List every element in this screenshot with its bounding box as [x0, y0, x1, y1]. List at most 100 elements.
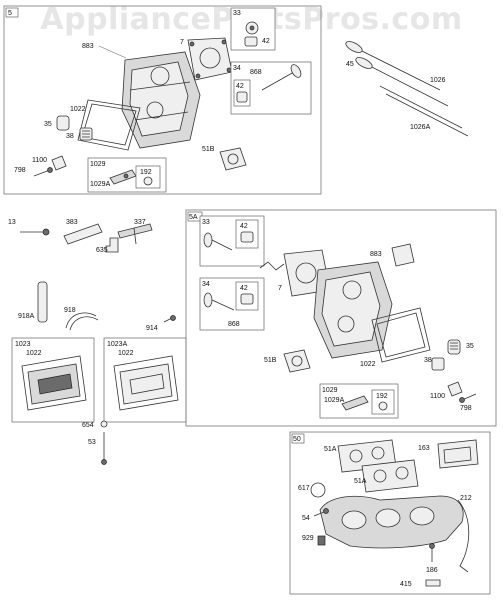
section-50-label: 50 — [293, 436, 301, 443]
tube-918a — [37, 281, 48, 323]
label-868: 868 — [250, 69, 262, 76]
spring-35b — [447, 339, 461, 355]
intake-gasket-51b — [219, 147, 247, 171]
valve-cover-1023 — [21, 355, 87, 411]
label-883: 883 — [82, 43, 94, 50]
label-1100b: 1100 — [430, 393, 445, 400]
section-5-label: 5 — [8, 10, 12, 17]
screw-54 — [313, 508, 329, 517]
valve-kit-34b-label: 34 — [202, 281, 210, 288]
label-337: 337 — [134, 219, 146, 226]
label-7b: 7 — [278, 285, 282, 292]
label-635: 635 — [96, 247, 108, 254]
label-1026a: 1026A — [410, 124, 431, 131]
label-1022-cover: 1022 — [26, 350, 42, 357]
label-868b: 868 — [228, 321, 240, 328]
label-798b: 798 — [460, 405, 472, 412]
label-42-mid: 42 — [236, 83, 244, 90]
label-415: 415 — [400, 581, 412, 588]
valve-keeper — [244, 21, 259, 47]
label-42-top: 42 — [262, 38, 270, 45]
label-45: 45 — [346, 61, 354, 68]
valve-cover-1023a-label: 1023A — [107, 341, 128, 348]
bolt-13 — [20, 228, 50, 236]
screw-798b — [459, 393, 477, 403]
valve-kit-34-label: 34 — [233, 65, 241, 72]
section-5a-frame — [185, 209, 497, 427]
label-54: 54 — [302, 515, 310, 522]
rocker-kit-1029-label: 1029 — [90, 161, 106, 168]
label-798: 798 — [14, 167, 26, 174]
label-918a: 918A — [18, 313, 35, 320]
label-1026: 1026 — [430, 77, 446, 84]
gasket-163 — [437, 439, 479, 469]
label-1022: 1022 — [70, 106, 86, 113]
gasket-883b — [391, 243, 415, 267]
intake-gasket-51ab — [361, 459, 419, 493]
valve-keeper-42c — [240, 293, 254, 305]
head-cover-gasket — [77, 99, 141, 151]
valve-cover-1023a — [113, 355, 179, 411]
fitting-929 — [317, 535, 326, 546]
label-42c: 42 — [240, 285, 248, 292]
fitting-415 — [425, 579, 441, 587]
fitting-186 — [429, 543, 435, 562]
valve-kit-33b-label: 33 — [202, 219, 210, 226]
label-1100: 1100 — [32, 157, 47, 164]
label-212: 212 — [460, 495, 472, 502]
label-192b: 192 — [376, 393, 388, 400]
valve-33b — [203, 232, 233, 251]
label-918: 918 — [64, 307, 76, 314]
label-1022d: 1022 — [360, 361, 376, 368]
clip-1100 — [51, 155, 67, 171]
clamp-617 — [310, 482, 326, 498]
pushrod-1026 — [379, 85, 469, 137]
clip-1100b — [447, 381, 463, 397]
label-51ab: 51A — [354, 478, 367, 485]
valve-keeper-42 — [236, 91, 248, 103]
retainer-38b — [431, 357, 445, 371]
section-50-frame — [289, 431, 491, 595]
section-5a-label: 5A — [189, 214, 198, 221]
label-1029a: 1029A — [90, 181, 111, 188]
label-617: 617 — [298, 485, 310, 492]
cylinder-head — [121, 51, 201, 149]
rocker-kit-1029b-label: 1029 — [322, 387, 338, 394]
rocker-nut-192-label: 192 — [140, 169, 152, 176]
exhaust-valve — [261, 64, 302, 91]
label-383: 383 — [66, 219, 78, 226]
screw-798 — [33, 167, 53, 177]
intake-valve-45 — [345, 41, 449, 107]
valve-spring-35 — [56, 115, 70, 131]
grommet-654 — [100, 420, 108, 428]
section-5-frame — [3, 5, 322, 195]
label-51b: 51B — [202, 146, 215, 153]
fitting-337 — [117, 223, 153, 245]
label-13: 13 — [8, 219, 16, 226]
label-7: 7 — [180, 39, 184, 46]
rocker-arm-b — [341, 395, 369, 411]
cylinder-head-b — [313, 261, 393, 359]
label-38: 38 — [66, 133, 74, 140]
hose-918 — [65, 312, 99, 331]
label-51bb: 51B — [264, 357, 277, 364]
label-53: 53 — [88, 439, 96, 446]
label-35: 35 — [44, 121, 52, 128]
valve-cover-1023-box — [11, 337, 95, 423]
elbow-635 — [105, 237, 119, 253]
label-654: 654 — [82, 422, 94, 429]
dipstick-53 — [101, 432, 107, 465]
label-929: 929 — [302, 535, 314, 542]
label-1022-cover-a: 1022 — [118, 350, 134, 357]
fuel-line-212 — [457, 499, 470, 573]
screw-914 — [163, 315, 176, 323]
label-35b: 35 — [466, 343, 474, 350]
label-914: 914 — [146, 325, 158, 332]
label-163: 163 — [418, 445, 430, 452]
label-186: 186 — [426, 567, 438, 574]
rocker-nut-192 — [143, 176, 153, 186]
label-51a: 51A — [324, 446, 337, 453]
label-42b: 42 — [240, 223, 248, 230]
head-gasket — [187, 37, 233, 81]
